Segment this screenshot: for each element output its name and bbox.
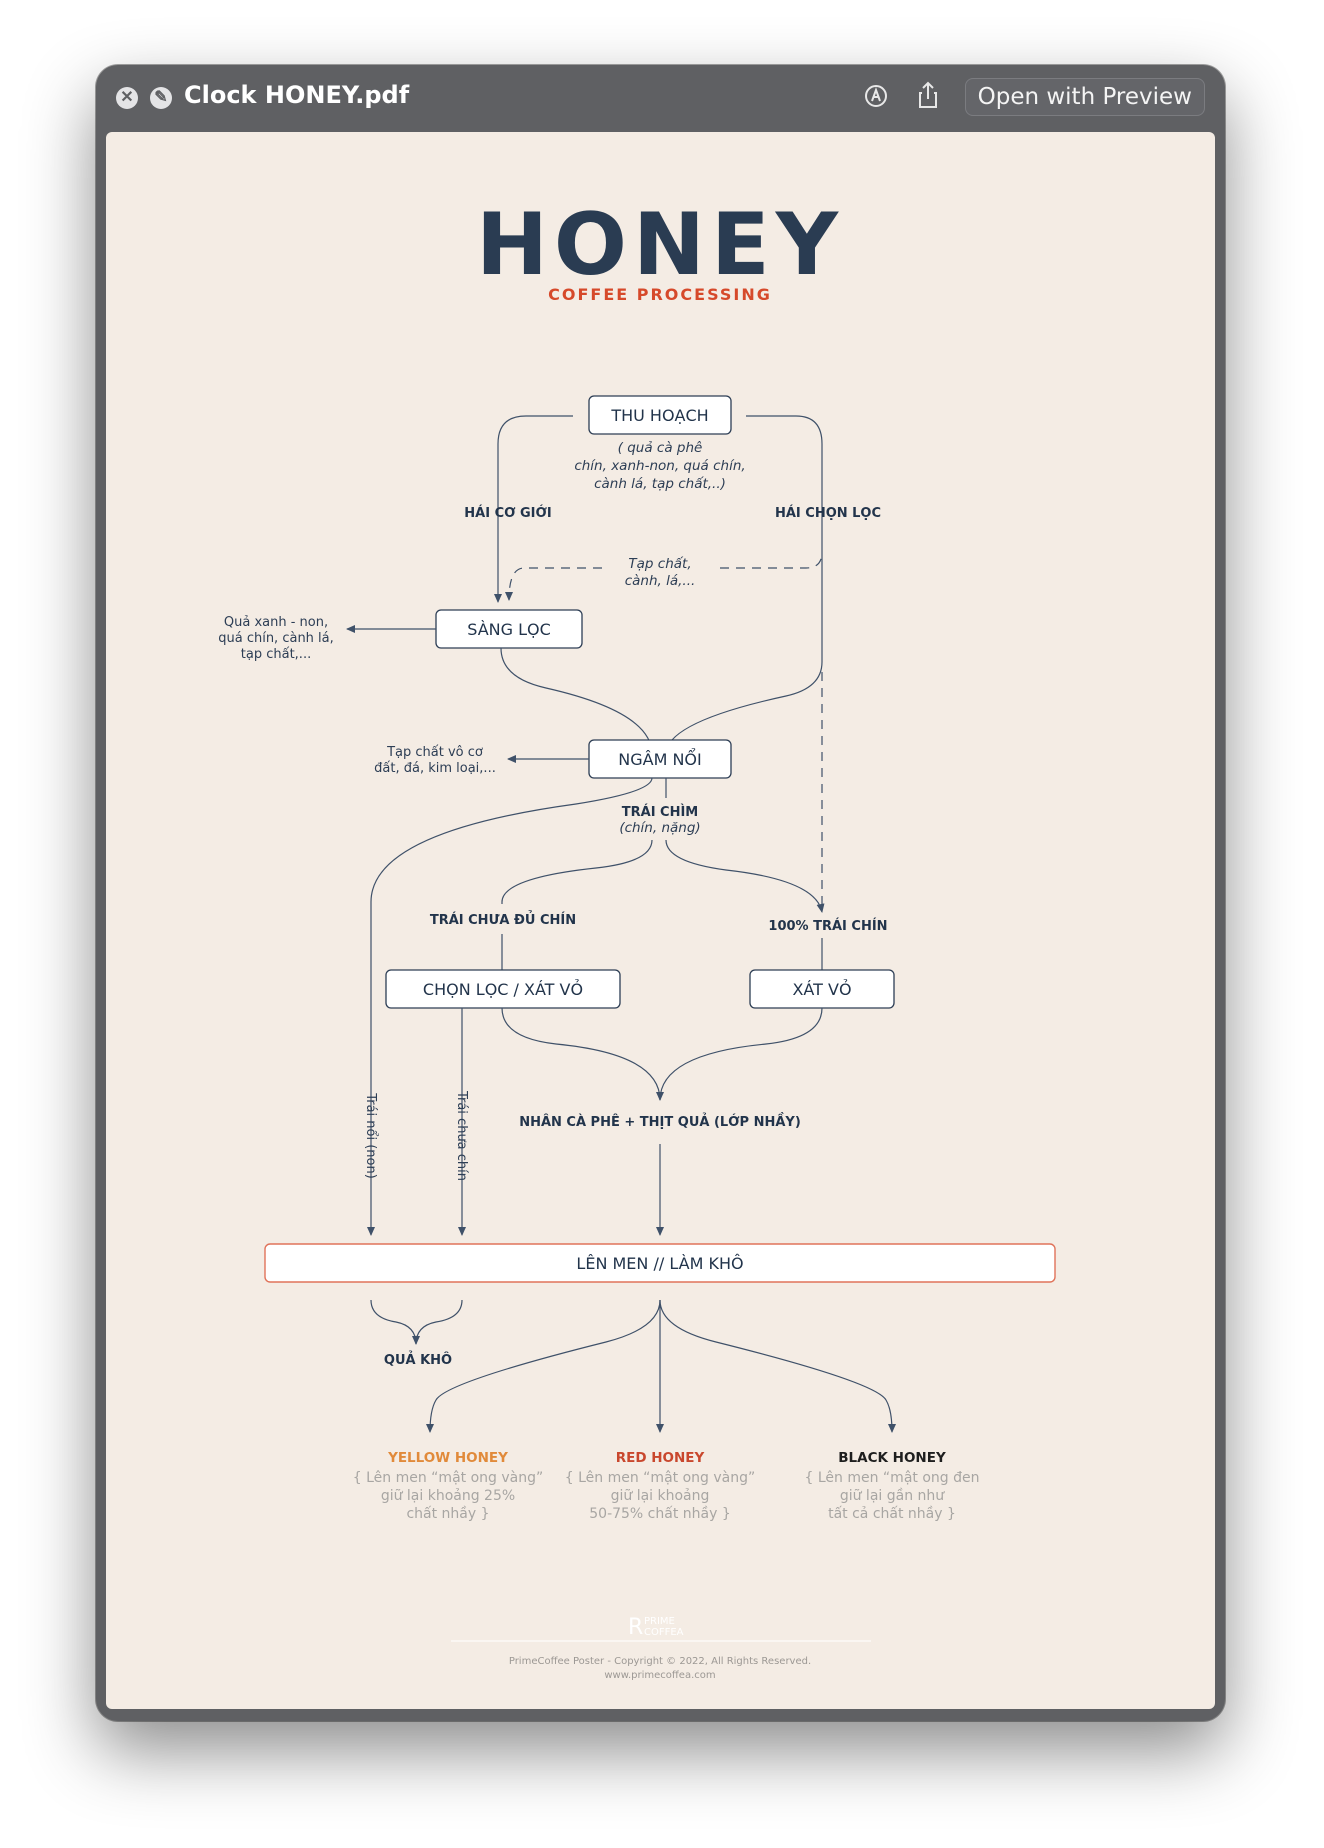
- pdf-page: HONEY COFFEE PROCESSING THU HOẠCH ( quả …: [106, 132, 1215, 1709]
- poster-subtitle: COFFEE PROCESSING: [548, 285, 772, 304]
- honey-flowchart: HONEY COFFEE PROCESSING THU HOẠCH ( quả …: [218, 195, 1056, 1681]
- footer-copyright: PrimeCoffee Poster - Copyright © 2022, A…: [509, 1656, 811, 1667]
- box-select-pulp: [385, 969, 621, 1009]
- box-screen-label: SÀNG LỌC: [467, 620, 551, 639]
- arrow-merge-left: [501, 1007, 664, 1101]
- footer-logo-line2: COFFEA: [644, 1627, 684, 1638]
- preview-window: ✕ ✎ Clock HONEY.pdf Open with Preview HO…: [96, 65, 1225, 1721]
- impurities-note-line: cành, lá,...: [625, 573, 696, 589]
- result-black-name: BLACK HONEY: [838, 1450, 946, 1466]
- footer-website: www.primecoffea.com: [604, 1670, 715, 1681]
- result-black-desc: giữ lại gần như: [840, 1488, 945, 1504]
- window-title: Clock HONEY.pdf: [184, 81, 410, 109]
- title-bar: ✕ ✎ Clock HONEY.pdf Open with Preview: [96, 65, 1225, 131]
- box-select-pulp-label: CHỌN LỌC / XÁT VỎ: [423, 979, 583, 999]
- footer-logo-line1: PRIME: [644, 1616, 675, 1627]
- box-harvest-label: THU HOẠCH: [610, 406, 708, 425]
- box-harvest: [588, 395, 732, 435]
- arrow-selective: [662, 415, 823, 755]
- close-icon[interactable]: ✕: [116, 87, 138, 109]
- poster-title: HONEY: [476, 195, 844, 295]
- label-ripe100: 100% TRÁI CHÍN: [768, 918, 887, 934]
- label-floaters: Trái nổi (non): [363, 1092, 378, 1179]
- label-bean-mucilage: NHÂN CÀ PHÊ + THỊT QUẢ (LỚP NHẦY): [519, 1112, 801, 1130]
- edit-icon[interactable]: ✎: [150, 87, 172, 109]
- result-red-desc: { Lên men “mật ong vàng”: [565, 1470, 755, 1486]
- share-icon[interactable]: [911, 79, 945, 113]
- label-selective: HÁI CHỌN LỌC: [775, 505, 881, 521]
- screen-out-line: Quả xanh - non,: [224, 615, 328, 630]
- label-unripe-fruit: Trái chưa chín: [454, 1090, 469, 1181]
- float-out-line: Tạp chất vô cơ: [386, 745, 483, 760]
- dashed-impurities-in: [505, 567, 602, 601]
- result-yellow-desc: chất nhầy }: [406, 1506, 489, 1522]
- box-ferment-dry: [264, 1243, 1056, 1283]
- arrow-merge-right: [659, 1007, 823, 1101]
- harvest-note-line: chín, xanh-non, quá chín,: [574, 458, 745, 474]
- result-red-desc: giữ lại khoảng: [611, 1488, 710, 1504]
- result-black-desc: { Lên men “mật ong đen: [805, 1470, 980, 1486]
- harvest-note-line: cành lá, tạp chất,..): [594, 476, 726, 492]
- float-out-line: đất, đá, kim loại,...: [374, 761, 496, 776]
- label-dried-cherry: QUẢ KHÔ: [384, 1351, 452, 1368]
- arrow-sink-left: [501, 839, 653, 904]
- box-ferment-dry-label: LÊN MEN // LÀM KHÔ: [576, 1254, 743, 1273]
- result-black-desc: tất cả chất nhầy }: [828, 1506, 956, 1522]
- impurities-note-line: Tạp chất,: [628, 556, 691, 572]
- arrow-mechanical: [494, 415, 573, 603]
- arrow-black: [659, 1299, 896, 1433]
- screen-out-line: quá chín, cành lá,: [218, 631, 334, 646]
- markup-icon[interactable]: [859, 79, 893, 113]
- result-yellow-name: YELLOW HONEY: [387, 1450, 508, 1466]
- arrow-dried-right: [415, 1299, 463, 1345]
- label-unripe: TRÁI CHƯA ĐỦ CHÍN: [430, 911, 576, 928]
- label-mechanical: HÁI CƠ GIỚI: [464, 505, 551, 521]
- result-red-name: RED HONEY: [616, 1450, 705, 1466]
- dashed-impurities-out: [720, 551, 823, 569]
- harvest-note-line: ( quả cà phê: [618, 440, 703, 456]
- label-sink-note: (chín, nặng): [619, 820, 700, 836]
- arrow-sink-right: [665, 839, 825, 913]
- box-pulp-label: XÁT VỎ: [792, 979, 851, 999]
- label-sink: TRÁI CHÌM: [622, 804, 699, 820]
- result-red-desc: 50-75% chất nhầy }: [589, 1506, 731, 1522]
- arrow-dried-left: [370, 1299, 420, 1345]
- arrow-floaters: [367, 777, 653, 1236]
- arrow-screen-to-float: [500, 647, 656, 755]
- box-float-label: NGÂM NỔI: [618, 748, 701, 769]
- open-with-preview-button[interactable]: Open with Preview: [964, 78, 1205, 116]
- footer-logo-letter: R: [628, 1615, 643, 1640]
- result-yellow-desc: giữ lại khoảng 25%: [381, 1488, 515, 1504]
- screen-out-line: tạp chất,...: [241, 647, 311, 662]
- result-yellow-desc: { Lên men “mật ong vàng”: [353, 1470, 543, 1486]
- arrow-yellow: [426, 1299, 661, 1433]
